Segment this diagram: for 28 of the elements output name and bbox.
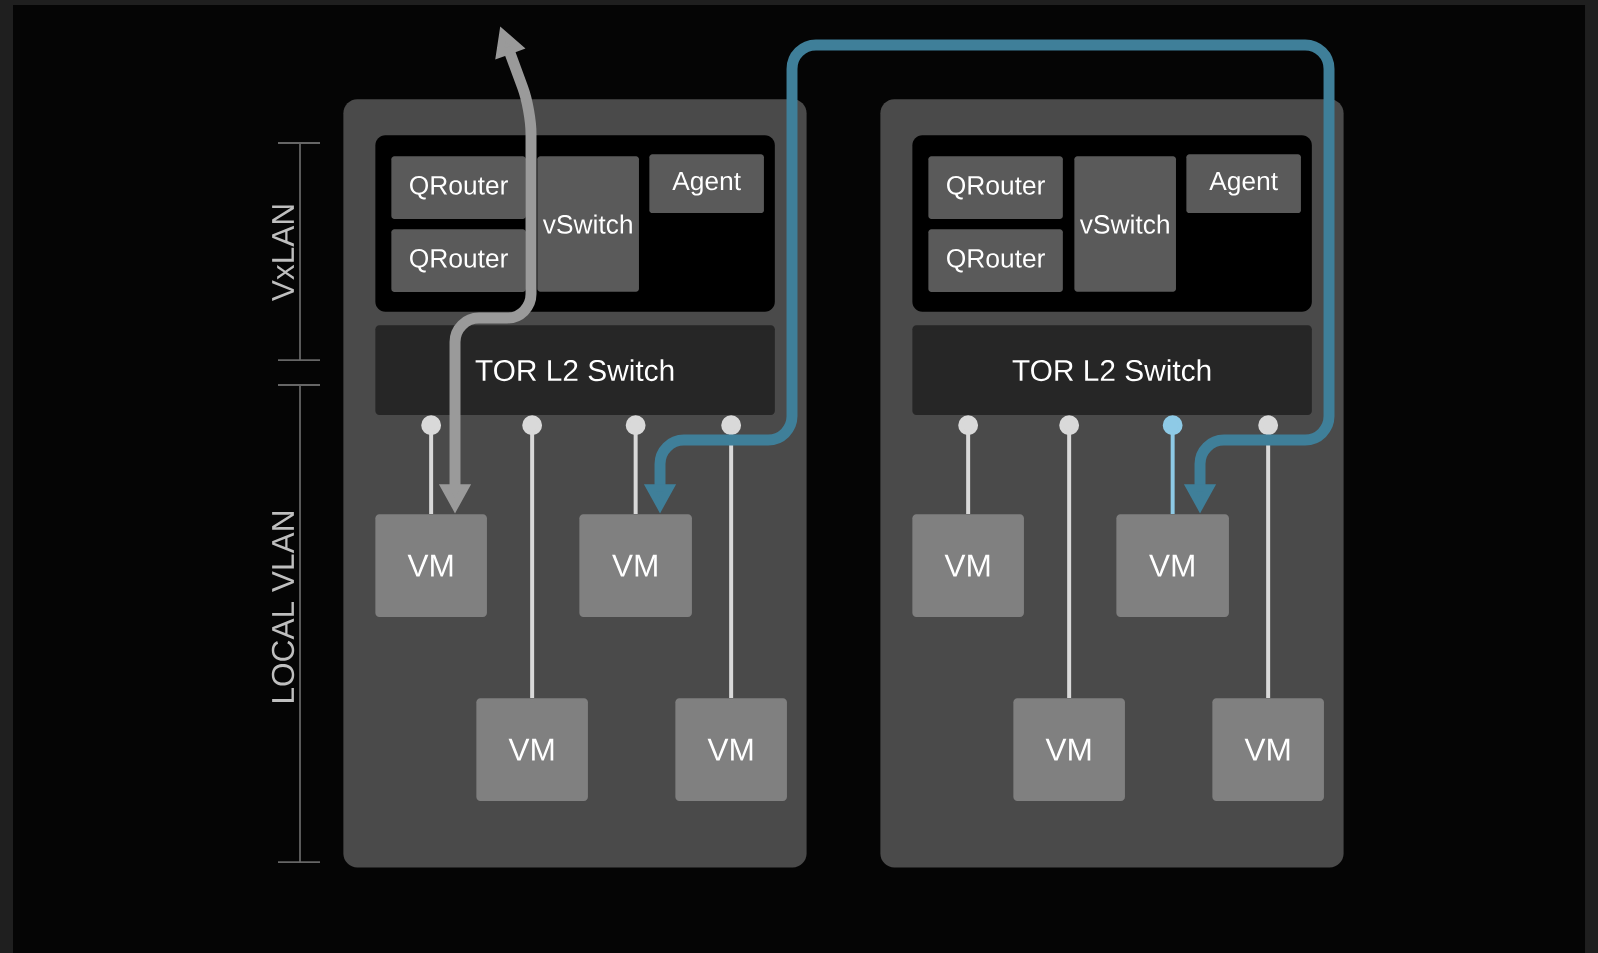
vm-box: VM [579,514,692,617]
component-box: Agent [1186,154,1301,214]
port-line [625,415,646,514]
vm-box: VM [1013,698,1125,801]
component-box: vSwitch [1074,156,1176,292]
axis-label: VxLAN [272,205,294,302]
component-box: QRouter [391,229,526,293]
port-line [1258,415,1279,698]
vm-box: VM [675,698,787,801]
port-line [522,415,543,698]
axis-label: LOCAL VLAN [271,512,295,702]
switch-box: TOR L2 Switch [912,325,1312,415]
vm-box: VM [1212,698,1324,801]
component-box: QRouter [391,156,526,220]
component-box: Agent [649,154,764,214]
switch-box: TOR L2 Switch [375,325,775,415]
port-line [1162,415,1183,514]
port-line [421,415,442,514]
component-box: vSwitch [537,156,639,292]
vm-box: VM [375,514,487,617]
component-box: QRouter [928,156,1063,220]
port-line [958,415,979,514]
port-line [1059,415,1080,698]
port-line [721,415,742,698]
vm-box: VM [1116,514,1229,617]
component-box: QRouter [928,229,1063,293]
vm-box: VM [912,514,1024,617]
vm-box: VM [476,698,588,801]
